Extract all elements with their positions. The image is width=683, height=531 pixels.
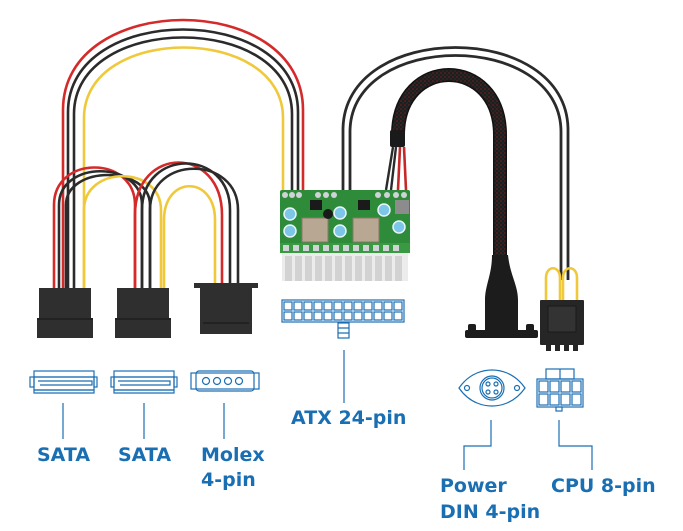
molex-plug [194,283,258,334]
atx-pin [373,311,383,321]
atx-pin [373,301,383,311]
label-cpu: CPU 8-pin [551,475,656,497]
sata-link-cables [52,166,163,290]
label-power-din-line2: DIN 4-pin [440,501,541,523]
atx-pin [313,301,323,311]
cpu-pin [571,393,582,406]
label-sata-1: SATA [37,444,91,466]
atx-pin [323,301,333,311]
sata-connector-icon [29,370,98,394]
wire-black [57,169,144,290]
atx-pin [283,301,293,311]
heatshrink [390,130,405,147]
atx-pin [393,311,403,321]
wire-black [389,146,398,191]
atx-pin [343,301,353,311]
label-molex-line2: 4-pin [201,469,256,491]
wire-black [72,36,294,290]
wire-yellow [82,175,163,290]
leader-line-din [463,420,492,470]
atx-pin [333,311,343,321]
label-power-din-line1: Power [440,475,507,497]
din-plug-boot [485,255,518,332]
atx-pin [353,301,363,311]
atx-pin [383,311,393,321]
atx-pin [293,311,303,321]
wire-red [402,146,408,191]
sata-plug-2 [115,288,171,338]
big-arch-cable-bundle [61,18,305,290]
din-plug-flange [465,330,538,338]
label-sata-2: SATA [118,444,172,466]
atx-pin [343,311,353,321]
atx-pin [333,301,343,311]
wire-black [140,162,232,290]
braided-din-cable [384,68,538,338]
cpu-pin [538,393,549,406]
atx-pin [393,301,403,311]
atx-24pin-connector-icon [281,299,405,339]
wire-red [133,161,224,290]
wire-red [61,18,305,290]
atx-pin [283,311,293,321]
label-atx: ATX 24-pin [291,407,407,429]
molex-link-cables [133,161,240,290]
leader-line-cpu [558,420,593,470]
atx-pin [293,301,303,311]
sata-plug-1 [37,288,93,338]
atx-pin [323,311,333,321]
sata-connector-icon [110,370,178,394]
cpu-pin [538,380,549,393]
atx-pin [353,311,363,321]
wire-red [396,146,402,191]
din-4pin-connector-icon [458,369,526,407]
atx-pin [363,301,373,311]
pcb-board [280,190,410,281]
cpu-pin [549,380,560,393]
cpu-pin [549,393,560,406]
wire-black [64,173,152,290]
label-molex-line1: Molex [201,444,265,466]
cpu-pin [560,380,571,393]
atx-pin [303,301,313,311]
atx-pin [313,311,323,321]
wire-black [66,28,300,290]
cpu-plug [540,266,584,351]
atx-pin [363,311,373,321]
cpu-arch-cables [341,46,570,280]
molex-connector-icon [190,370,260,392]
wire-black [384,146,395,191]
atx-pin [383,301,393,311]
wire-black [341,46,570,280]
wire-black [348,54,563,280]
cpu-pin [560,393,571,406]
cpu-8pin-connector-icon [536,368,584,412]
cpu-pin [571,380,582,393]
wire-yellow [162,184,217,290]
wire-black [148,167,240,290]
wire-red [52,166,137,290]
atx-pin [303,311,313,321]
wire-yellow [82,46,285,290]
